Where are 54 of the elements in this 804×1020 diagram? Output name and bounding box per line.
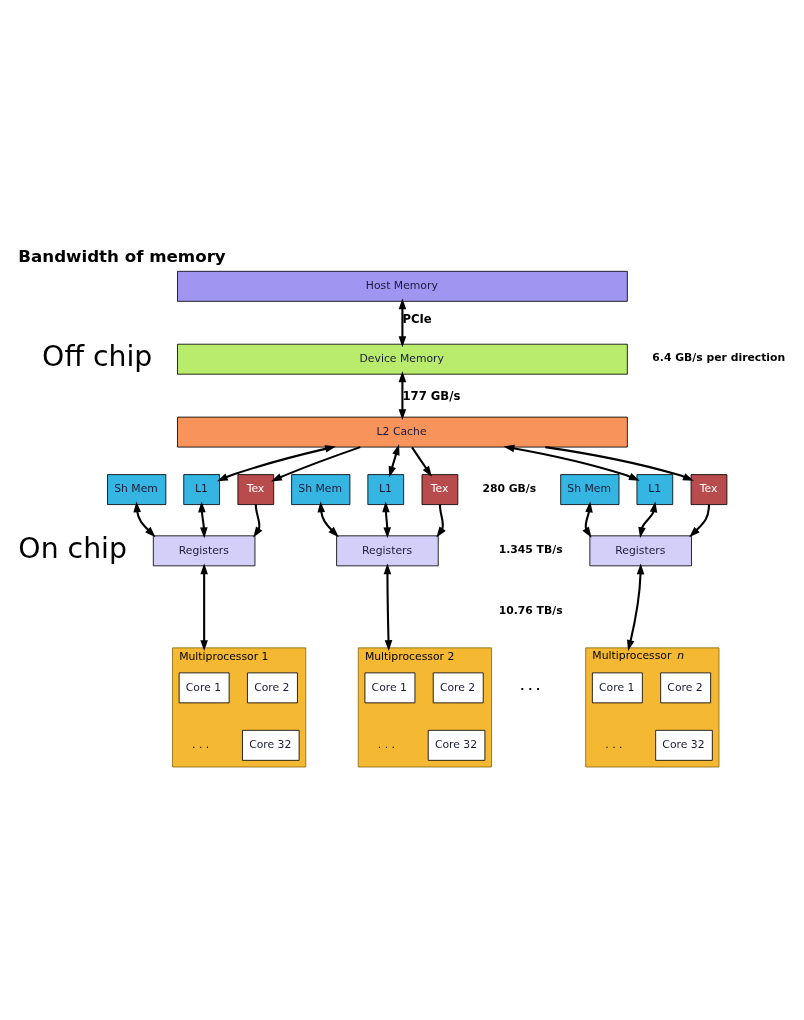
arrow [411,446,432,477]
node-box: L1 [183,474,220,505]
arrow [582,501,593,538]
edge-label: 177 GB/s [402,388,461,403]
label: 10.76 TB/s [498,604,563,618]
arrow [638,501,658,539]
arrow [383,563,393,651]
arrow [545,446,694,481]
arrow [271,446,361,482]
node-box: Tex [690,474,728,505]
label: . . . [520,679,541,693]
arrow [627,563,645,651]
node-box: Core 2 [432,672,484,704]
node-box: Core 2 [660,672,712,704]
label: 280 GB/s [482,481,537,495]
arrow [216,445,336,482]
label: 6.4 GB/s per direction [652,351,786,365]
node-box: Core 2 [247,672,298,704]
node-box: Core 32 [427,729,486,761]
label: On chip [18,532,127,566]
arrow [503,444,640,481]
node-box: Sh Mem [291,474,351,505]
arrow [200,563,208,651]
diagram-title: Bandwidth of memory [18,247,226,267]
arrow [317,501,339,538]
label: . . . [605,738,623,752]
node-box: Registers [152,535,256,567]
node-box: Core 32 [242,729,300,761]
label: . . . [377,738,396,752]
node-box: L1 [636,474,674,505]
node-box: Tex [237,474,275,505]
node-box: Sh Mem [560,474,620,505]
label: . . . [192,738,210,752]
label: Off chip [42,340,153,374]
node-box: Core 1 [591,672,643,704]
node-box: Core 1 [178,672,230,704]
arrow [398,298,407,348]
arrow [253,504,263,538]
node-box: Device Memory [177,343,628,375]
node-box: Core 32 [655,729,713,761]
edge-label: PCIe [402,312,432,327]
arrow [133,501,156,538]
node-box: Core 1 [364,672,416,704]
node-box: Sh Mem [107,474,167,505]
node-box: Tex [421,474,459,505]
node-box: Host Memory [177,270,628,302]
node-box: Registers [589,535,692,567]
arrow [436,504,446,538]
arrow [689,504,711,538]
arrow [398,371,407,421]
node-box: L2 Cache [177,416,628,448]
node-box: Registers [336,535,439,567]
label: 1.345 TB/s [498,542,563,556]
node-box: L1 [367,474,405,505]
